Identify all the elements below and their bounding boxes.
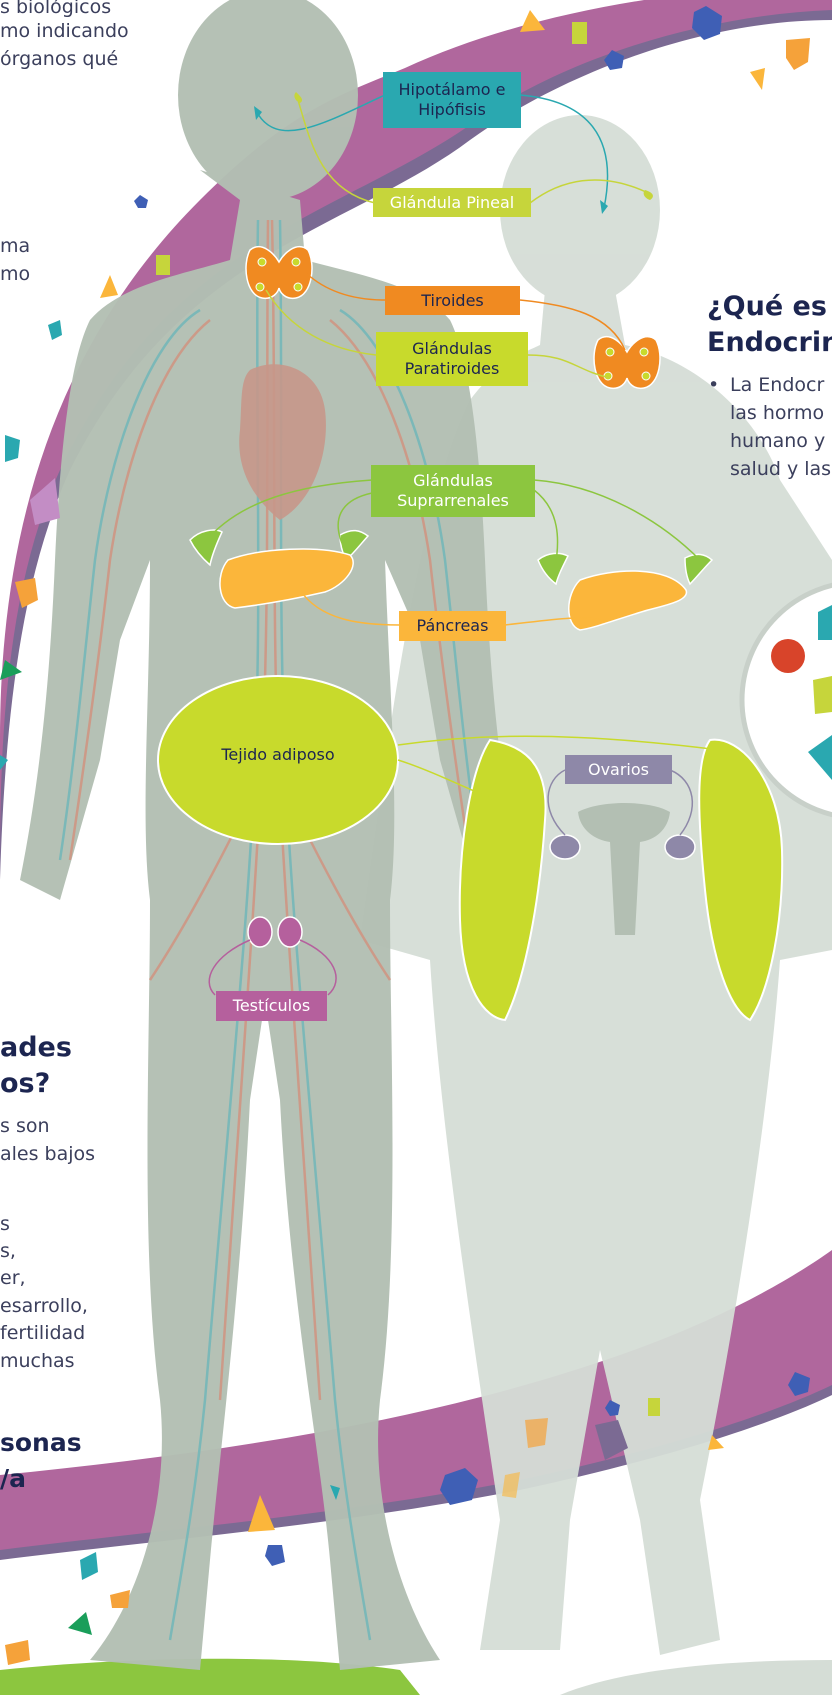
label-adipose-tissue: Tejido adiposo xyxy=(198,740,358,770)
label-testes: Testículos xyxy=(216,991,327,1021)
label-pineal-gland: Glándula Pineal xyxy=(373,188,531,217)
right-text-line: humano y xyxy=(730,428,825,455)
ground-right xyxy=(560,1660,832,1695)
left-text-line: ales bajos xyxy=(0,1141,95,1168)
left-heading-line: sonas xyxy=(0,1426,82,1460)
left-text-line: muchas xyxy=(0,1348,75,1375)
left-text-line: er, xyxy=(0,1265,26,1292)
left-text-line: órganos qué xyxy=(0,46,118,73)
label-hypothalamus: Hipotálamo e Hipófisis xyxy=(383,72,521,128)
ovary-left xyxy=(550,835,580,859)
bullet-icon: • xyxy=(708,374,719,396)
left-heading-line: os? xyxy=(0,1067,50,1101)
ovary-right xyxy=(665,835,695,859)
testis-right xyxy=(278,917,302,947)
left-heading-line: ades xyxy=(0,1031,72,1065)
label-pancreas: Páncreas xyxy=(399,611,506,641)
label-adrenal: Glándulas Suprarrenales xyxy=(371,465,535,517)
sphere-molecule xyxy=(771,639,805,673)
left-text-line: s son xyxy=(0,1113,50,1140)
right-text-line: salud y las xyxy=(730,456,831,483)
label-thyroid: Tiroides xyxy=(385,286,520,315)
left-text-line: mo indicando xyxy=(0,18,129,45)
label-parathyroid: Glándulas Paratiroides xyxy=(376,332,528,386)
cube-molecule xyxy=(813,676,832,714)
left-text-line: ma xyxy=(0,233,30,260)
right-text-line: La Endocr xyxy=(730,372,824,399)
right-heading-line: Endocrin xyxy=(707,326,832,360)
left-text-line: s, xyxy=(0,1238,16,1265)
left-text-line: esarrollo, xyxy=(0,1293,88,1320)
right-heading-line: ¿Qué es l xyxy=(707,290,832,324)
left-heading-line: /a xyxy=(0,1462,26,1496)
left-text-line: fertilidad xyxy=(0,1320,85,1347)
left-text-line: s xyxy=(0,1211,10,1238)
left-text-line: mo xyxy=(0,261,30,288)
testis-left xyxy=(248,917,272,947)
right-text-line: las hormo xyxy=(730,400,824,427)
label-ovaries: Ovarios xyxy=(565,755,672,784)
